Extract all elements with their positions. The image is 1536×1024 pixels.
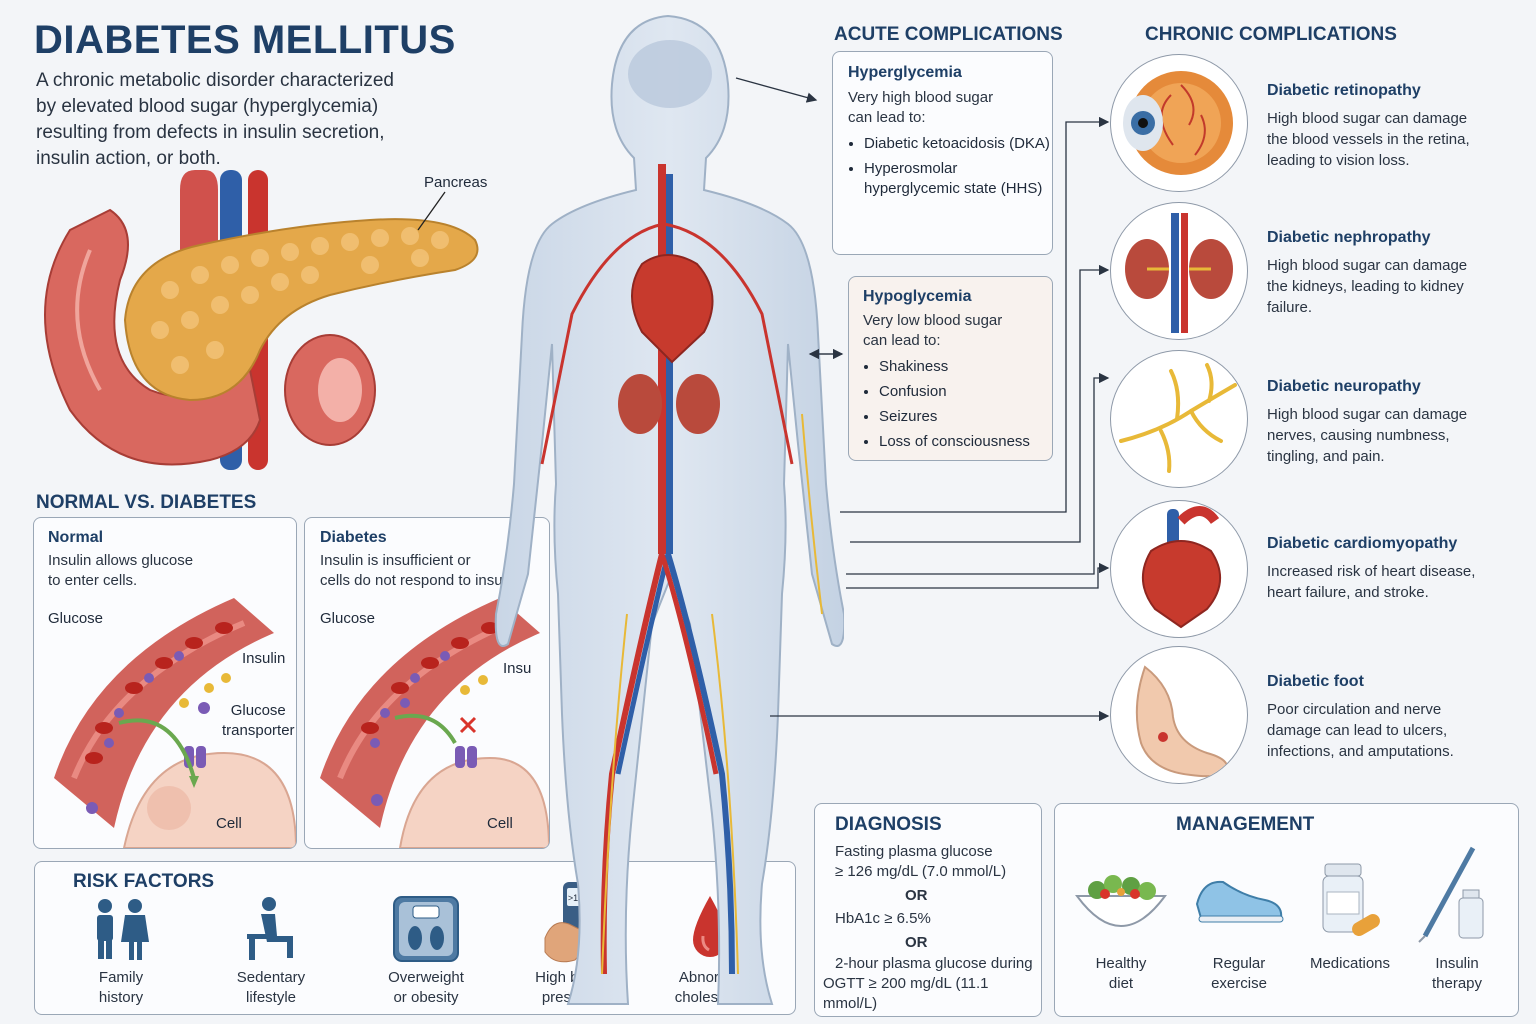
acute-heading: ACUTE COMPLICATIONS	[834, 24, 1063, 45]
hyperglycemia-title: Hyperglycemia	[848, 64, 962, 81]
foot-title: Diabetic foot	[1267, 673, 1364, 690]
diagnosis-panel: DIAGNOSIS Fasting plasma glucose≥ 126 mg…	[814, 803, 1042, 1017]
cardiomyopathy-text: Increased risk of heart disease,heart fa…	[1267, 563, 1476, 601]
eye-icon	[1110, 54, 1248, 192]
heart-icon	[1110, 500, 1248, 638]
list-item: Diabetic ketoacidosis (DKA)	[864, 134, 1054, 154]
diabetes-vessel-diagram	[320, 598, 549, 848]
neuropathy-title: Diabetic neuropathy	[1267, 378, 1421, 395]
intro-text: A chronic metabolic disorder characteriz…	[36, 70, 395, 169]
chronic-heading: CHRONIC COMPLICATIONS	[1145, 24, 1397, 45]
diagnosis-or-2: OR	[905, 934, 928, 951]
salad-bowl-icon	[1075, 875, 1167, 927]
diabetes-title: Diabetes	[320, 529, 387, 546]
normal-title: Normal	[48, 529, 104, 546]
management-label-medications: Medications	[1309, 955, 1391, 972]
connector-lines	[735, 77, 1110, 722]
diagnosis-criterion-1: Fasting plasma glucose≥ 126 mg/dL (7.0 m…	[835, 843, 1007, 880]
insulin-syringe-icon	[1418, 846, 1484, 943]
nephropathy-title: Diabetic nephropathy	[1267, 229, 1431, 246]
foot-icon	[1110, 646, 1248, 784]
risk-factors-heading: RISK FACTORS	[73, 871, 215, 892]
scale-icon	[393, 896, 459, 962]
normal-cell-label: Cell	[216, 815, 242, 832]
list-item: Shakiness	[879, 357, 1030, 377]
hypoglycemia-list: Shakiness Confusion Seizures Loss of con…	[863, 357, 1030, 457]
list-item: Seizures	[879, 407, 1030, 427]
retinopathy-title: Diabetic retinopathy	[1267, 82, 1421, 99]
diabetes-insulin-label: Insu	[503, 660, 532, 677]
chronic-cardiomyopathy: Diabetic cardiomyopathy Increased risk o…	[1267, 535, 1522, 603]
hypoglycemia-title: Hypoglycemia	[863, 288, 972, 305]
normal-vs-heading: NORMAL VS. DIABETES	[36, 492, 257, 513]
normal-glucose-label: Glucose	[48, 610, 104, 627]
sitting-person-icon	[247, 897, 293, 960]
nerve-icon	[1110, 350, 1248, 488]
pancreas-illustration	[44, 170, 479, 470]
list-item: Hyperosmolar hyperglycemic state (HHS)	[864, 159, 1054, 199]
normal-vessel-diagram	[54, 598, 296, 848]
chronic-retinopathy: Diabetic retinopathy High blood sugar ca…	[1267, 82, 1517, 171]
chronic-neuropathy: Diabetic neuropathy High blood sugar can…	[1267, 378, 1517, 467]
sneakers-icon	[1195, 880, 1284, 923]
diabetes-cell-label: Cell	[487, 815, 513, 832]
normal-insulin-label: Insulin	[242, 650, 286, 667]
diagnosis-criterion-2: HbA1c ≥ 6.5%	[835, 910, 931, 927]
diagnosis-heading: DIAGNOSIS	[835, 814, 942, 835]
management-heading: MANAGEMENT	[1176, 814, 1315, 835]
kidneys-icon	[1110, 202, 1248, 340]
pill-bottle-icon	[1322, 863, 1380, 936]
page-title: DIABETES MELLITUS	[34, 18, 456, 62]
pancreas-label: Pancreas	[424, 174, 488, 191]
hyperglycemia-list: Diabetic ketoacidosis (DKA) Hyperosmolar…	[848, 134, 1054, 204]
diagnosis-or-1: OR	[905, 887, 928, 904]
chronic-foot: Diabetic foot Poor circulation and nerve…	[1267, 673, 1517, 762]
diabetes-glucose-label: Glucose	[320, 610, 376, 627]
cardiomyopathy-title: Diabetic cardiomyopathy	[1267, 535, 1458, 552]
list-item: Confusion	[879, 382, 1030, 402]
chronic-nephropathy: Diabetic nephropathy High blood sugar ca…	[1267, 229, 1517, 318]
list-item: Loss of consciousness	[879, 432, 1030, 452]
family-icon	[97, 899, 149, 960]
human-body-illustration	[494, 14, 844, 1005]
